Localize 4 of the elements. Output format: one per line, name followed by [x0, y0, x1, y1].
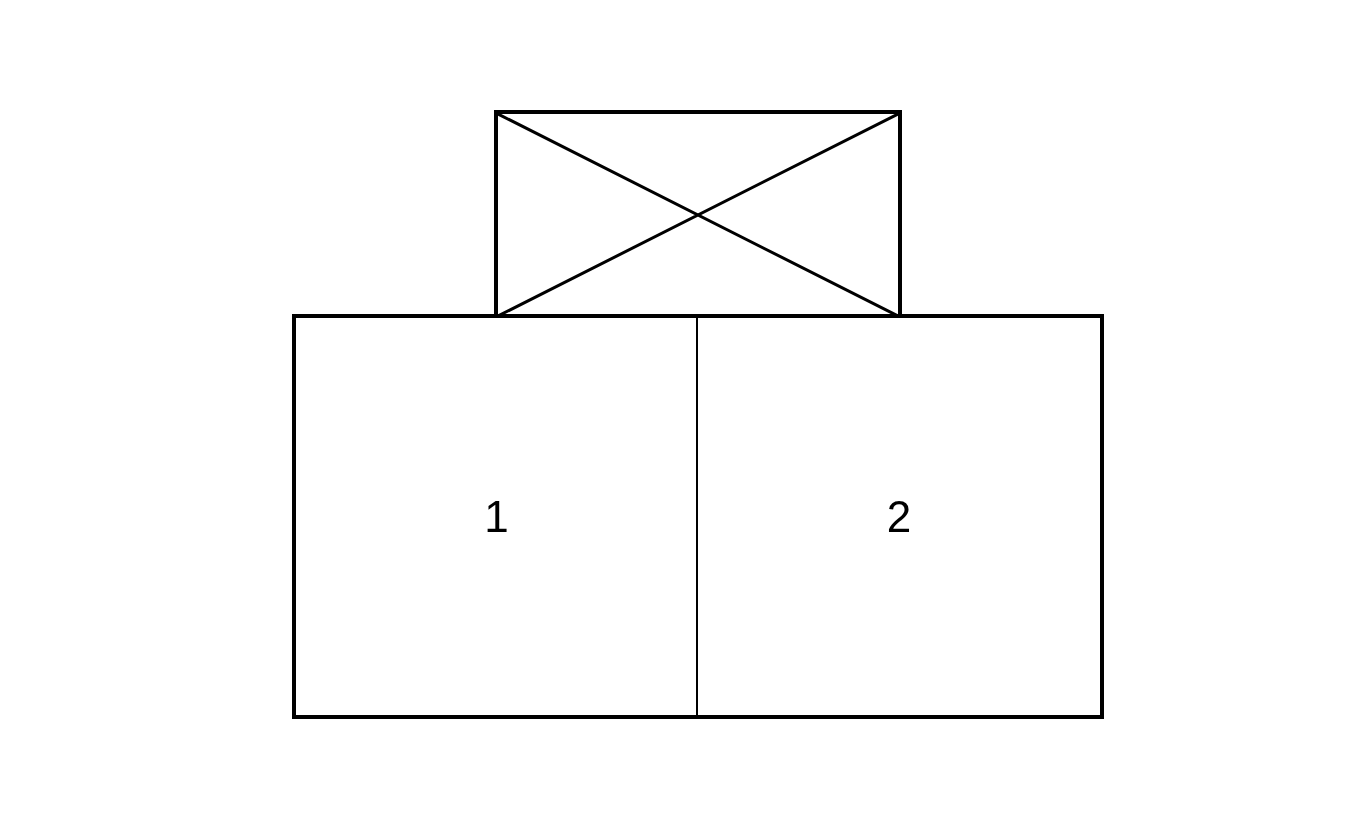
terminal-cavity — [696, 314, 1104, 719]
pin-number: 2 — [886, 494, 912, 539]
terminal-cavity — [292, 314, 698, 719]
pin-number: 1 — [484, 494, 509, 539]
